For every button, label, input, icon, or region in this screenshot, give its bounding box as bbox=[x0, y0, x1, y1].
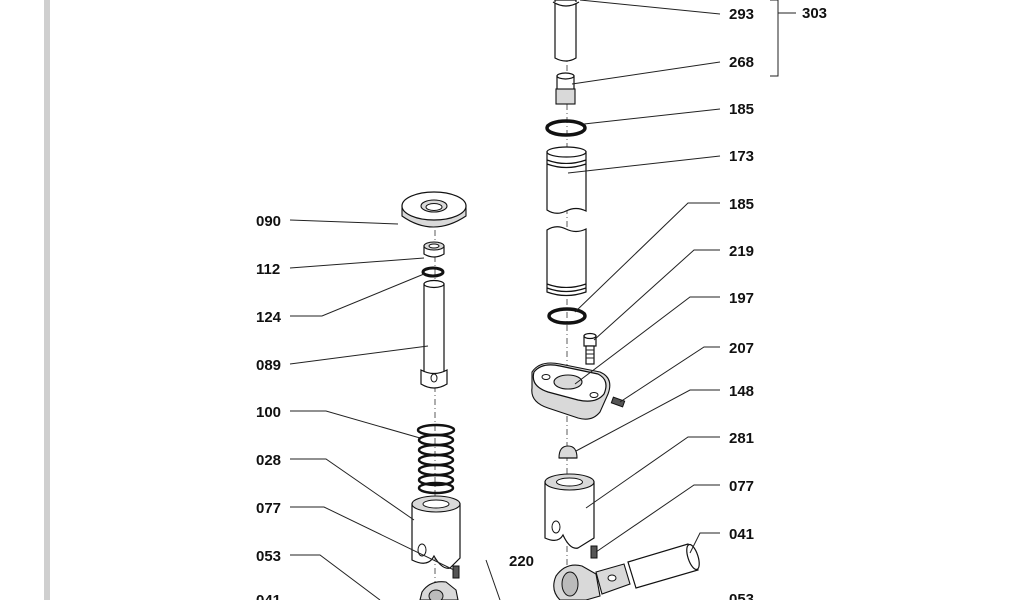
label-303: 303 bbox=[802, 5, 827, 22]
part-148-ball bbox=[558, 445, 578, 459]
label-053-right: 053 bbox=[729, 591, 754, 600]
part-268-bushing bbox=[555, 72, 576, 105]
label-185-upper: 185 bbox=[729, 101, 754, 118]
label-053-left: 053 bbox=[256, 548, 281, 565]
label-220: 220 bbox=[509, 553, 534, 570]
part-077-setscrew-left bbox=[452, 565, 460, 579]
part-053-sleeve-right bbox=[595, 563, 631, 595]
part-124-washer bbox=[421, 266, 445, 278]
label-293: 293 bbox=[729, 6, 754, 23]
label-219: 219 bbox=[729, 243, 754, 260]
part-wheel-left bbox=[419, 581, 459, 600]
part-041-pin-right bbox=[627, 543, 700, 589]
label-089: 089 bbox=[256, 357, 281, 374]
part-281-body bbox=[544, 473, 595, 549]
label-028: 028 bbox=[256, 452, 281, 469]
label-077-left: 077 bbox=[256, 500, 281, 517]
label-112: 112 bbox=[256, 261, 280, 278]
label-281: 281 bbox=[729, 430, 754, 447]
part-112-bushing bbox=[423, 241, 445, 258]
part-089-rod bbox=[420, 279, 448, 389]
label-041-left: 041 bbox=[256, 592, 281, 600]
part-090-cap bbox=[401, 191, 467, 228]
part-wheel-right bbox=[553, 564, 601, 600]
label-197: 197 bbox=[729, 290, 754, 307]
label-077-right: 077 bbox=[729, 478, 754, 495]
label-173: 173 bbox=[729, 148, 754, 165]
label-148: 148 bbox=[729, 383, 754, 400]
part-293-rod bbox=[552, 0, 580, 62]
part-185-oring-upper bbox=[545, 119, 587, 137]
label-268: 268 bbox=[729, 54, 754, 71]
part-185-oring-lower bbox=[547, 307, 587, 325]
label-124: 124 bbox=[256, 309, 282, 326]
page-left-border bbox=[44, 0, 50, 600]
label-100: 100 bbox=[256, 404, 281, 421]
part-028-body bbox=[411, 495, 461, 569]
label-090: 090 bbox=[256, 213, 281, 230]
label-207: 207 bbox=[729, 340, 754, 357]
part-077-setscrew-right bbox=[590, 545, 598, 559]
part-219-screw bbox=[583, 332, 597, 365]
leader-lines bbox=[289, 0, 796, 600]
part-207-setscrew bbox=[610, 396, 626, 408]
part-197-flange bbox=[531, 362, 611, 420]
label-041-right: 041 bbox=[729, 526, 754, 543]
part-173-cylinder bbox=[546, 146, 587, 297]
label-185-lower: 185 bbox=[729, 196, 754, 213]
part-100-spring bbox=[416, 423, 456, 495]
